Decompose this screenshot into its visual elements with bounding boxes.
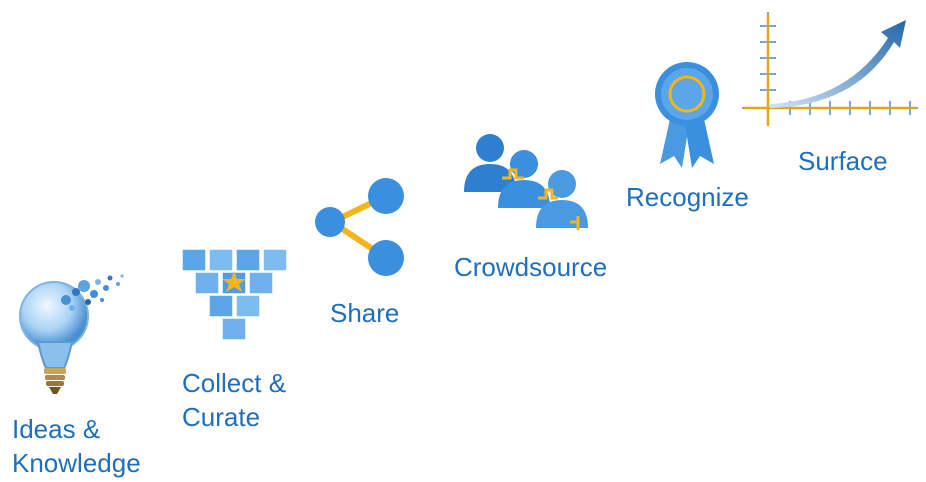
label-crowdsource: Crowdsource <box>454 252 608 282</box>
triangle-cubes-icon <box>181 248 288 341</box>
label-recognize: Recognize <box>626 182 749 212</box>
label-ideas-knowledge-line2: Knowledge <box>12 448 141 478</box>
label-share: Share <box>330 298 400 328</box>
label-surface: Surface <box>798 146 888 176</box>
label-ideas-knowledge-line1: Ideas & <box>12 414 101 444</box>
award-ribbon-icon <box>655 62 719 168</box>
label-collect-curate-line1: Collect & <box>182 368 287 398</box>
lightbulb-icon <box>19 274 124 394</box>
share-icon <box>315 178 404 276</box>
people-group-icon <box>464 134 588 230</box>
growth-chart-icon <box>742 12 918 126</box>
label-collect-curate-line2: Curate <box>182 402 261 432</box>
